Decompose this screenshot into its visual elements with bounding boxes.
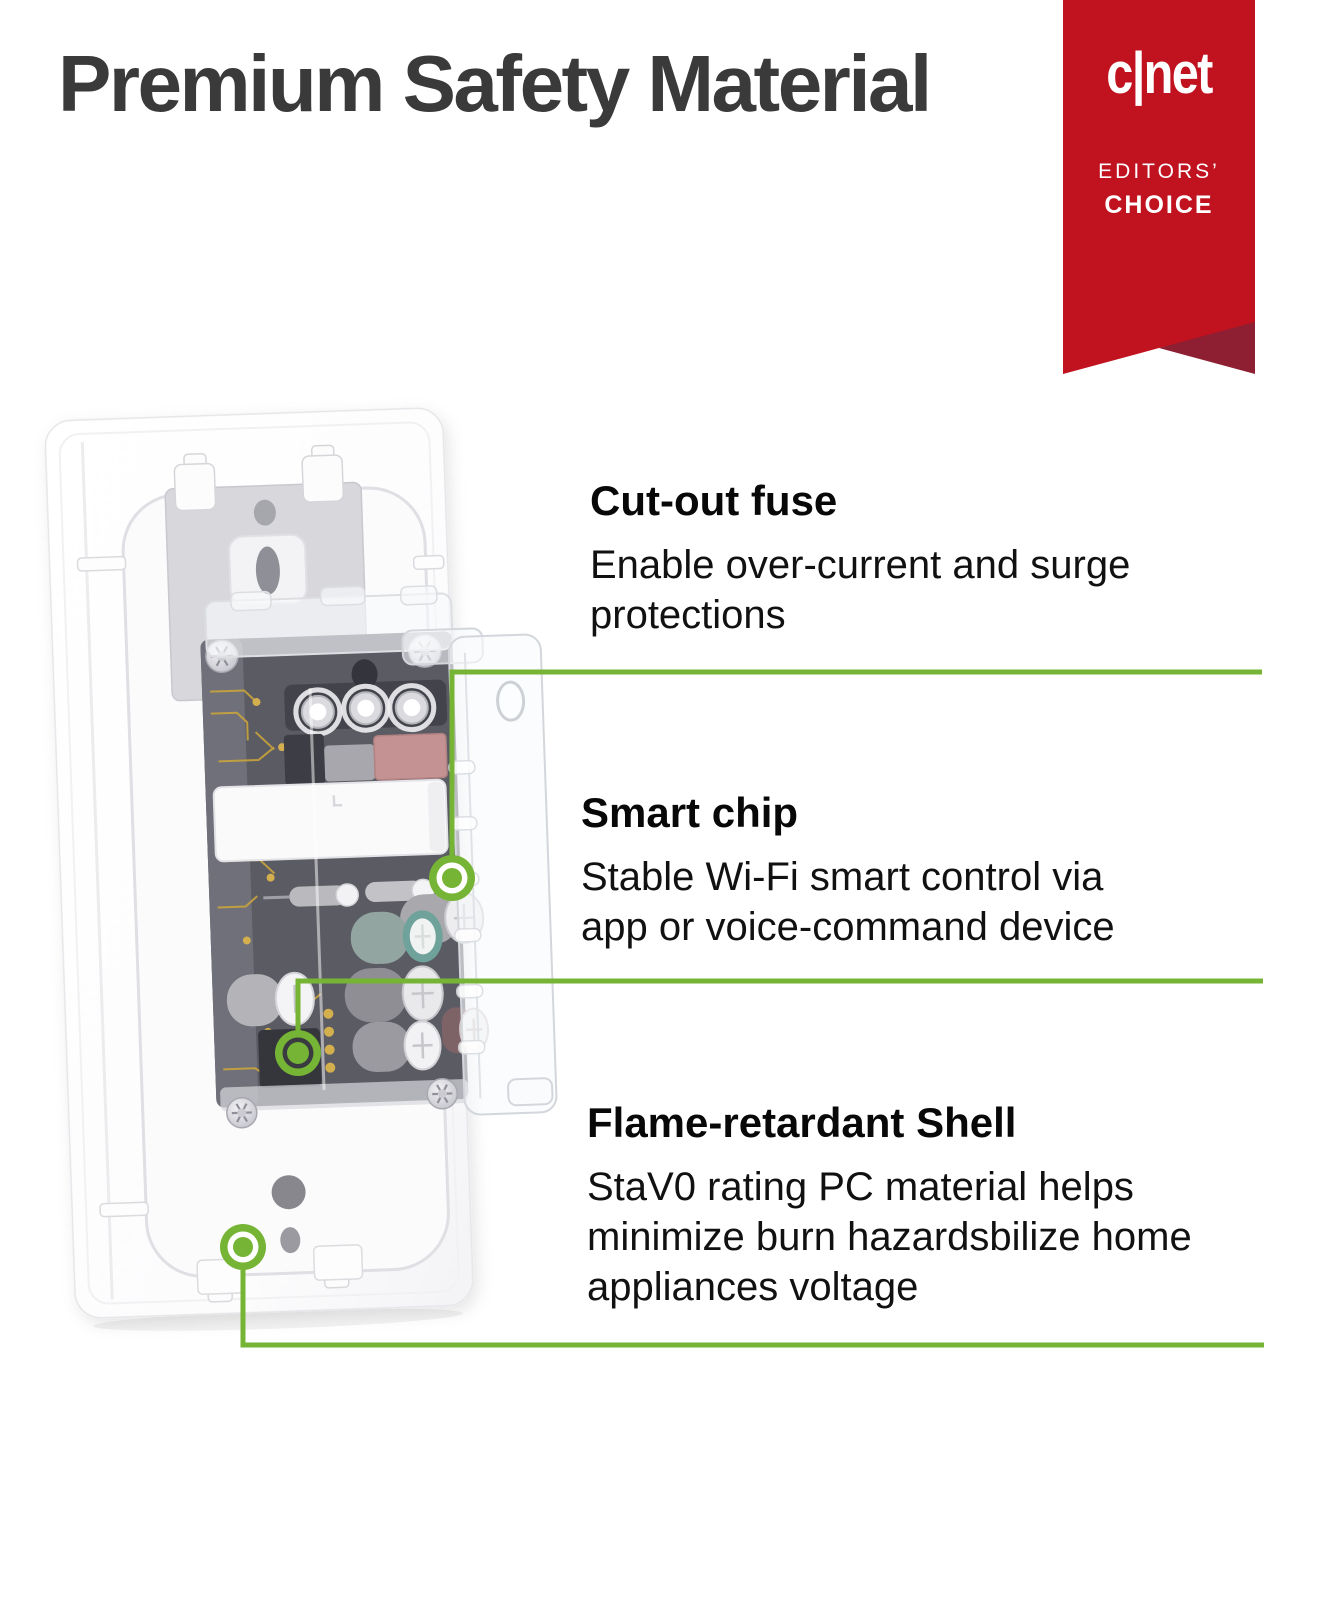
varistor-block: [373, 732, 448, 781]
plate-small-hole: [280, 1227, 301, 1254]
callout-connectors: [240, 669, 1264, 1348]
transparent-cover: [204, 585, 558, 1116]
callout-body: StaV0 rating PC material helps minimize …: [587, 1165, 1192, 1309]
relay-box: [212, 778, 449, 863]
cnet-logo: c|net: [1106, 41, 1213, 106]
connector-flame-shell: [240, 1268, 1264, 1348]
cnet-badge-ribbon: [1063, 0, 1255, 374]
callout-marker-cut-out-fuse: [429, 855, 475, 901]
bracket-keyhole-slot: [255, 546, 280, 595]
callout-heading: Cut-out fuse: [590, 477, 838, 524]
callout-flame-retardant-shell: Flame-retardant Shell StaV0 rating PC ma…: [587, 1100, 1287, 1312]
callout-marker-flame-shell: [220, 1224, 266, 1270]
bracket-screw-hole: [253, 499, 276, 526]
cnet-editors-choice-badge: c|net EDITORS’ CHOICE: [1063, 0, 1255, 374]
page-title: Premium Safety Material: [58, 39, 932, 128]
callout-cut-out-fuse: Cut-out fuse Enable over-current and sur…: [590, 478, 1290, 640]
callout-heading: Smart chip: [581, 789, 799, 836]
callout-smart-chip: Smart chip Stable Wi-Fi smart control vi…: [581, 790, 1281, 952]
ribbon-fold: [1159, 322, 1255, 374]
connector-smart-chip: [295, 978, 1263, 1032]
device-photo: [44, 407, 558, 1331]
callout-body: Enable over-current and surge protection…: [590, 543, 1131, 637]
plate-round-hole: [271, 1175, 306, 1210]
badge-editors-label: EDITORS’: [1098, 160, 1220, 183]
callout-heading: Flame-retardant Shell: [587, 1099, 1017, 1146]
callout-marker-smart-chip: [275, 1030, 321, 1076]
callout-body: Stable Wi-Fi smart control via app or vo…: [581, 855, 1115, 949]
connector-cut-out-fuse: [449, 669, 1262, 856]
ribbon-body: [1063, 0, 1255, 374]
badge-choice-label: CHOICE: [1104, 191, 1214, 219]
